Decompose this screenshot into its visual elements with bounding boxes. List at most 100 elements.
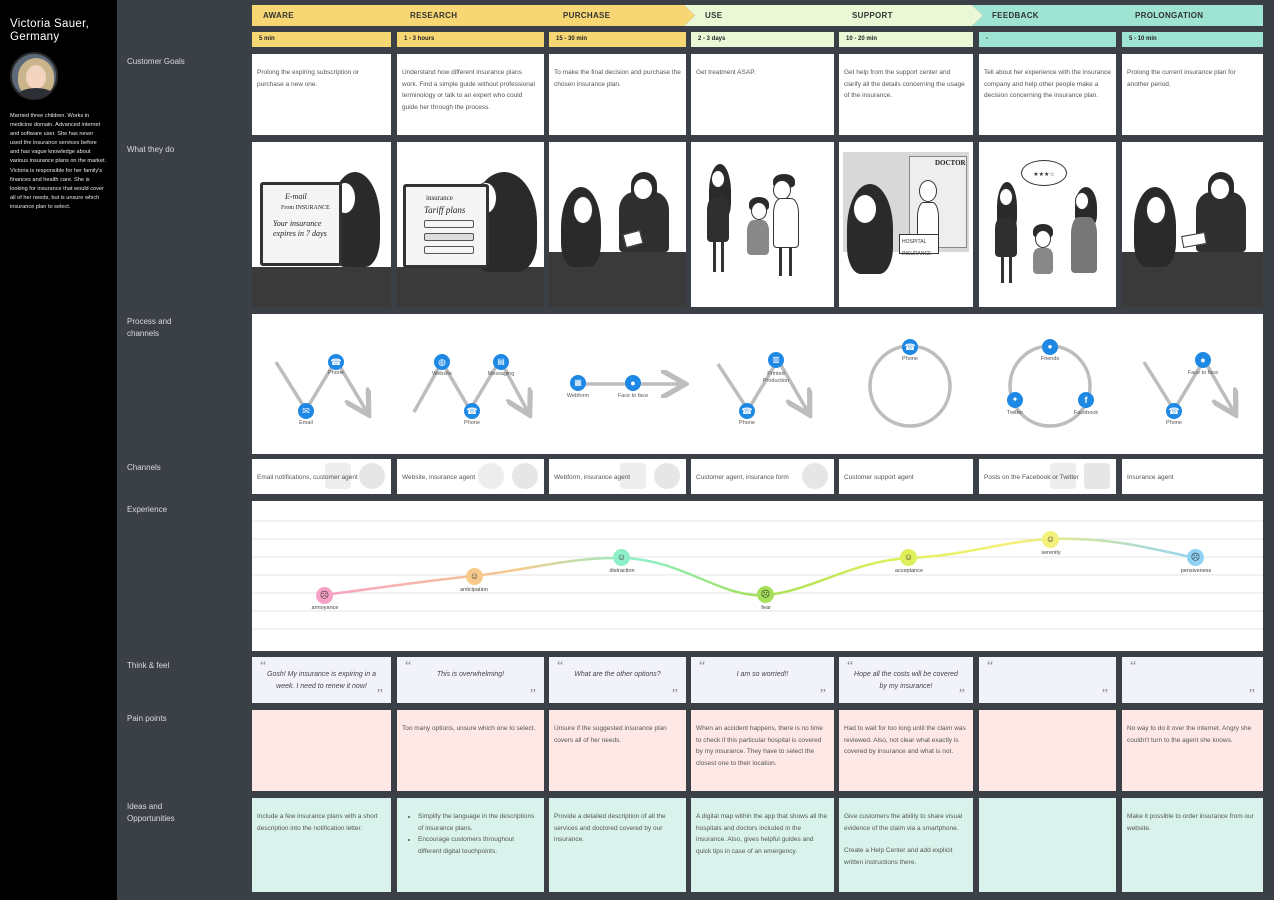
emotion-acceptance: acceptance [894, 568, 924, 574]
fear-face-icon: ☹ [757, 586, 774, 603]
scene-support: DOCTOR HOSPITAL INSURANCE [839, 142, 973, 307]
goal-purchase: To make the final decision and purchase … [549, 54, 686, 135]
emotion-annoyance: annoyance [311, 605, 339, 611]
search-text: insurance [426, 194, 453, 202]
process-prolong-face: Face to face [1187, 370, 1219, 376]
phone-icon[interactable]: ☎ [739, 403, 755, 419]
emotion-distraction: distraction [609, 568, 635, 574]
scene-use [691, 142, 834, 307]
channel-use: Customer agent, insurance form [691, 459, 834, 494]
row-label-what-they-do: What they do [127, 145, 175, 154]
duration-purchase: 15 - 30 min [549, 32, 686, 47]
think-aware: “Gosh! My insurance is expiring in a wee… [252, 657, 391, 703]
email-icon[interactable]: ✉ [298, 403, 314, 419]
scene-aware: E-mail From INSURANCE Your insurance exp… [252, 142, 391, 307]
twitter-icon[interactable]: ✦ [1007, 392, 1023, 408]
face-to-face-icon[interactable]: ● [1195, 352, 1211, 368]
pain-prolongation: No way to do it over the internet. Angry… [1122, 710, 1263, 791]
channel-feedback: Posts on the Facebook or Twitter [979, 459, 1116, 494]
phone-icon[interactable]: ☎ [902, 339, 918, 355]
emotion-serenity: serenity [1041, 550, 1061, 556]
channel-research: Website, insurance agent [397, 459, 544, 494]
row-label-ideas: Ideas and Opportunities [127, 802, 175, 823]
idea-prolongation: Make it possible to order insurance from… [1122, 798, 1263, 892]
scene-purchase [549, 142, 686, 307]
process-purchase-webform: Webform [566, 393, 590, 399]
hospital-label: HOSPITAL [902, 239, 927, 245]
duration-use: 2 - 3 days [691, 32, 834, 47]
persona-panel: Victoria Sauer, Germany Married three ch… [0, 0, 117, 900]
process-use-printed: Printed Production [762, 371, 790, 384]
tariff-text: Tariff plans [424, 205, 466, 215]
stage-header-bar [252, 5, 1263, 26]
globe-icon[interactable]: ◍ [434, 354, 450, 370]
goal-prolongation: Prolong the current insurance plan for a… [1122, 54, 1263, 135]
scene-feedback: ★★★☆ [979, 142, 1116, 307]
goal-support: Get help from the support center and cla… [839, 54, 973, 135]
email-title: E-mail [285, 192, 307, 201]
facebook-icon[interactable]: f [1078, 392, 1094, 408]
pain-aware [252, 710, 391, 791]
hospital-card: HOSPITAL INSURANCE [899, 234, 939, 257]
process-use-phone: Phone [739, 420, 755, 426]
row-label-goals: Customer Goals [127, 57, 185, 66]
row-label-experience: Experience [127, 505, 168, 514]
friends-icon[interactable]: ● [1042, 339, 1058, 355]
think-feedback: “” [979, 657, 1116, 703]
experience-chart [252, 520, 1263, 630]
process-feedback-twitter: Twitter [1006, 410, 1024, 416]
row-label-channels: Channels [127, 463, 161, 472]
acceptance-face-icon: ☺ [900, 549, 917, 566]
goal-use: Get treatment ASAP. [691, 54, 834, 135]
duration-research: 1 - 3 hours [397, 32, 544, 47]
persona-name: Victoria Sauer, Germany [10, 18, 90, 43]
phone-icon[interactable]: ☎ [328, 354, 344, 370]
goal-aware: Prolong the expiring subscription or pur… [252, 54, 391, 135]
phone-icon[interactable]: ☎ [464, 403, 480, 419]
idea-aware: Include a few insurance plans with a sho… [252, 798, 391, 892]
emotion-pensiveness: pensiveness [1180, 568, 1212, 574]
process-research-phone: Phone [464, 420, 480, 426]
channel-aware: Email notifications, customer agent [252, 459, 391, 494]
webform-icon[interactable]: ▦ [570, 375, 586, 391]
email-from: From INSURANCE [281, 205, 330, 211]
pain-feedback [979, 710, 1116, 791]
goal-research: Understand how different insurance plans… [397, 54, 544, 135]
duration-support: 10 - 20 min [839, 32, 973, 47]
row-label-process: Process and channels [127, 317, 172, 338]
row-label-pain-points: Pain points [127, 714, 167, 723]
experience-panel: ☹ annoyance ☺ anticipation ☺ distraction… [252, 501, 1263, 651]
idea-purchase: Provide a detailed description of all th… [549, 798, 686, 892]
face-to-face-icon[interactable]: ● [625, 375, 641, 391]
process-feedback-friends: Friends [1040, 356, 1060, 362]
think-purchase: “What are the other options?” [549, 657, 686, 703]
avatar [10, 52, 58, 100]
messaging-icon[interactable]: ▤ [493, 354, 509, 370]
phone-icon[interactable]: ☎ [1166, 403, 1182, 419]
pain-purchase: Unsure if the suggested insurance plan c… [549, 710, 686, 791]
emotion-fear: fear [761, 605, 771, 611]
process-feedback-facebook: Facebook [1073, 410, 1099, 416]
idea-use: A digital map within the app that shows … [691, 798, 834, 892]
process-research-messaging: Messaging [487, 371, 515, 377]
idea-support-2: Create a Help Center and add explicit wr… [844, 847, 953, 866]
pain-use: When an accident happens, there is no ti… [691, 710, 834, 791]
channel-purchase: Webform, insurance agent [549, 459, 686, 494]
think-research: “This is overwhelming!” [397, 657, 544, 703]
doctor-sign: DOCTOR [935, 159, 966, 167]
annoyance-face-icon: ☹ [316, 587, 333, 604]
process-research-website: Website [432, 371, 452, 377]
pensiveness-face-icon: ☹ [1187, 549, 1204, 566]
think-support: “Hope all the costs will be covered by m… [839, 657, 973, 703]
process-support-phone: Phone [902, 356, 918, 362]
process-aware-email: Email [299, 420, 313, 426]
printed-icon[interactable]: ▥ [768, 352, 784, 368]
channel-support: Customer support agent [839, 459, 973, 494]
insurance-card-label: INSURANCE [902, 250, 932, 257]
process-panel: ☎ Phone ✉ Email ◍ Website ▤ Messaging ☎ … [252, 314, 1263, 454]
think-prolongation: “” [1122, 657, 1263, 703]
scene-prolongation [1122, 142, 1263, 307]
distraction-face-icon: ☺ [613, 549, 630, 566]
pain-research: Too many options, unsure which one to se… [397, 710, 544, 791]
idea-research: Simplify the language in the description… [397, 798, 544, 892]
